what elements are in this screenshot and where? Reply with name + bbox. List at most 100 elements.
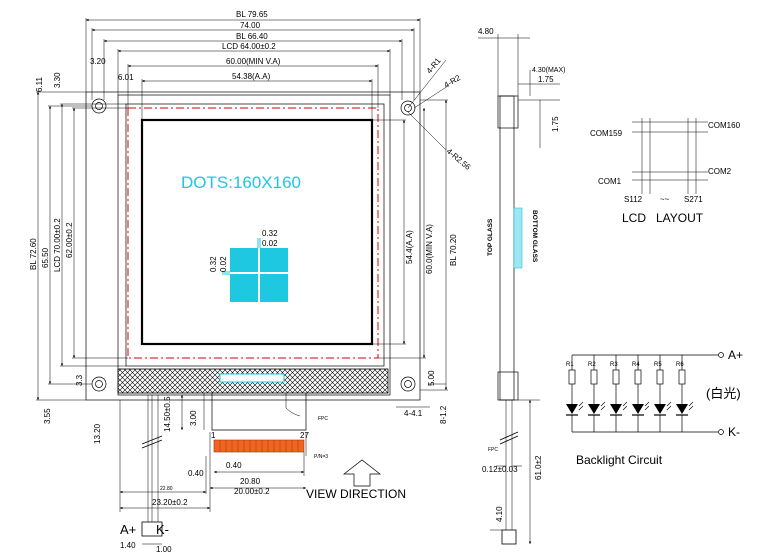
resistor — [568, 369, 576, 385]
fpc-tail — [209, 393, 307, 456]
resistor-label: R5 — [654, 362, 662, 368]
pin-1-label: 1 — [211, 431, 216, 440]
side-view: TOP GLASS BOTTOM GLASS 4.80 4.30(MAX) 1.… — [478, 27, 565, 545]
side-dim-4-80: 4.80 — [478, 27, 494, 36]
dim-hole-span: 74.00 — [240, 21, 261, 30]
backlight-branch: R6 — [676, 355, 694, 432]
side-backlight — [499, 95, 515, 401]
side-bezel-bottom — [497, 371, 519, 401]
dim-20-00: 20.00±0.2 — [234, 487, 270, 496]
backlight-branch: R1 — [566, 355, 584, 432]
dim-aa-width: 54.38(A.A) — [232, 72, 271, 81]
top-glass-label: TOP GLASS — [487, 218, 494, 256]
dim-3-20: 3.20 — [90, 57, 106, 66]
dim-22-80: 22.80 — [160, 486, 173, 492]
backlight-circuit — [572, 352, 724, 435]
dim-bl-height: BL 72.60 — [29, 238, 38, 270]
side-glass-highlight — [513, 207, 523, 269]
backlight-branch: R3 — [610, 355, 628, 432]
side-bezel-top — [497, 95, 519, 129]
dim-65-50: 65.50 — [41, 247, 50, 268]
dim-20-80: 20.80 — [240, 477, 261, 486]
right-dimensions — [372, 59, 449, 408]
pin-number-note: P/N=3 — [314, 454, 328, 460]
resistor-label: R6 — [676, 362, 684, 368]
resistor-label: R2 — [588, 362, 596, 368]
radius-r2-56: 4-R2.56 — [445, 147, 473, 173]
dim-va-height: 60.0(MIN V.A) — [425, 224, 434, 274]
led-diode — [588, 404, 600, 414]
mounting-hole-bl — [91, 376, 107, 392]
resistor — [634, 369, 642, 385]
led-diode — [632, 404, 644, 414]
fpc-label-front: FPC — [318, 416, 328, 422]
backlight-title: Backlight Circuit — [576, 453, 663, 467]
viewing-area-outline — [127, 107, 379, 359]
view-direction-arrow — [342, 459, 382, 487]
com2-label: COM2 — [708, 167, 732, 176]
dim-bl-inner: BL 66.40 — [236, 32, 268, 41]
backlight-branch: R2 — [588, 355, 606, 432]
side-dim-61-0: 61.0±2 — [534, 455, 543, 480]
active-area — [140, 118, 374, 346]
fpc-pins — [213, 439, 305, 453]
dim-14-50: 14.50±0.5 — [163, 396, 172, 432]
com160-label: COM160 — [708, 121, 741, 130]
backlight-note: (白光) — [706, 386, 741, 401]
dim-lcd-height: LCD 70.00±0.2 — [53, 218, 62, 272]
led-diode — [654, 404, 666, 414]
backlight-branch: R5 — [654, 355, 672, 432]
led-diode — [676, 404, 688, 414]
pixel-dim-3: 0.32 — [209, 256, 218, 272]
com1-label: COM1 — [598, 177, 622, 186]
dim-4-4-1: 4-4.1 — [404, 409, 423, 418]
backlight-cathode-label: K- — [728, 425, 740, 439]
pixel-dim-1: 0.32 — [262, 229, 278, 238]
dim-bl-height-right: BL 70.20 — [449, 234, 458, 266]
lcd-layout-title: LCD LAYOUT — [622, 211, 704, 225]
pixel-detail — [222, 238, 288, 302]
resistor — [678, 369, 686, 385]
dim-1-40: 1.40 — [120, 541, 136, 550]
dim-lcd-width: LCD 64.00±0.2 — [222, 42, 276, 51]
fpc-pin-lines — [219, 440, 299, 452]
dim-6-01: 6.01 — [118, 73, 134, 82]
mounting-hole-tl — [91, 98, 107, 114]
lcd-glass-outline — [125, 103, 385, 367]
backlight-pin-a: A+ — [120, 522, 136, 537]
dim-va-width: 60.00(MIN V.A) — [226, 57, 281, 66]
mounting-hole-tr — [400, 100, 416, 116]
backlight-pin-k: K- — [156, 522, 169, 537]
pixel-dim-2: 0.02 — [262, 239, 278, 248]
backlight-wires — [141, 395, 163, 537]
dim-3-00: 3.00 — [189, 410, 198, 426]
dots-label: DOTS:160X160 — [181, 173, 301, 192]
resistor-label: R4 — [632, 362, 640, 368]
lcd-layout: COM159 COM160 COM2 COM1 S112 ~~ S271 LCD… — [590, 118, 741, 225]
radius-r1: 4-R1 — [425, 56, 443, 75]
radius-r2: 4-R2 — [443, 73, 463, 90]
resistor — [590, 369, 598, 385]
led-diode — [610, 404, 622, 414]
seg-end-label: S271 — [684, 195, 703, 204]
dim-1-00: 1.00 — [156, 545, 172, 554]
resistor-label: R3 — [610, 362, 618, 368]
dim-23-20: 23.20±0.2 — [152, 498, 188, 507]
side-dim-1-75-a: 1.75 — [538, 75, 554, 84]
com159-label: COM159 — [590, 129, 623, 138]
dim-62-00: 62.00±0.2 — [65, 222, 74, 258]
backlight-branch: R4 — [632, 355, 650, 432]
dim-aa-height: 54.4(A.A) — [405, 230, 414, 264]
front-view: DOTS:160X160 0.32 0.02 0.32 0.02 BL 79 — [29, 10, 473, 554]
bottom-glass-label: BOTTOM GLASS — [531, 210, 538, 263]
dim-6-11: 6.11 — [35, 76, 44, 92]
dim-8-1-2: 8-1.2 — [439, 405, 448, 424]
seg-mid-label: ~~ — [660, 195, 670, 204]
dim-0-40-right: 0.40 — [226, 461, 242, 470]
pixel-dim-4: 0.02 — [219, 256, 228, 272]
dim-13-20: 13.20 — [93, 423, 102, 444]
backlight-anode-label: A+ — [728, 348, 743, 362]
side-dim-1-75-b: 1.75 — [551, 116, 560, 132]
view-direction-label: VIEW DIRECTION — [306, 487, 406, 501]
